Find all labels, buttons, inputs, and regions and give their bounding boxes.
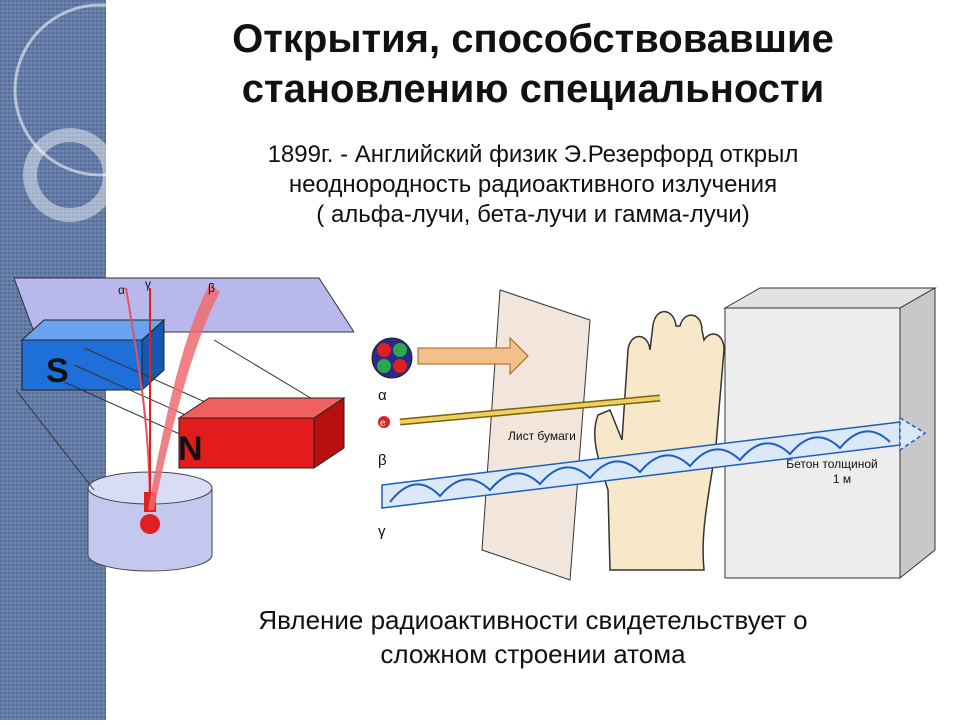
conclusion-line-2: сложном строении атома — [380, 639, 686, 669]
title-line-1: Открытия, способствовавшие — [232, 17, 834, 61]
gamma-ray-arrowhead — [899, 416, 927, 452]
beta-ray — [148, 284, 220, 510]
ray-beta-label: β — [208, 281, 215, 295]
slide-title: Открытия, способствовавшие становлению с… — [106, 14, 960, 114]
ray-alpha-label: α — [118, 283, 125, 297]
title-line-2: становлению специальности — [241, 67, 825, 111]
gamma-ray-wave — [389, 430, 891, 503]
slide-subtitle: 1899г. - Английский физик Э.Резерфорд от… — [106, 140, 960, 230]
label-gamma: γ — [378, 523, 386, 540]
ray-gamma-label: γ — [145, 277, 151, 291]
label-beta: β — [378, 452, 387, 469]
conclusion-line-1: Явление радиоактивности свидетельствует … — [258, 605, 808, 635]
alpha-particle — [371, 337, 413, 379]
magnet-s — [21, 339, 143, 391]
alpha-arrow — [417, 336, 529, 376]
concrete-block-top — [723, 287, 937, 309]
radioactive-source — [140, 514, 160, 534]
subtitle-line-2: неоднородность радиоактивного излучения — [288, 171, 778, 198]
paper-label: Лист бумаги — [508, 429, 576, 443]
concrete-label-line-2: 1 м — [833, 472, 851, 486]
slide-conclusion: Явление радиоактивности свидетельствует … — [106, 603, 960, 671]
label-alpha: α — [378, 387, 387, 404]
concrete-label-line-1: Бетон толщиной — [786, 457, 878, 471]
magnet-n — [178, 417, 315, 469]
electron-marker — [378, 416, 390, 428]
label-electron: e — [380, 418, 386, 429]
subtitle-line-3: ( альфа-лучи, бета-лучи и гамма-лучи) — [316, 201, 750, 228]
hand — [594, 310, 725, 571]
penetration-figure: Бетон толщиной 1 м Лист бумаги α e β γ — [360, 270, 960, 590]
magnet-n-label: N — [178, 430, 203, 468]
magnet-s-label: S — [46, 352, 69, 390]
magnet-deflection-figure: S α γ β N — [13, 270, 355, 590]
subtitle-line-1: 1899г. - Английский физик Э.Резерфорд от… — [267, 141, 799, 168]
